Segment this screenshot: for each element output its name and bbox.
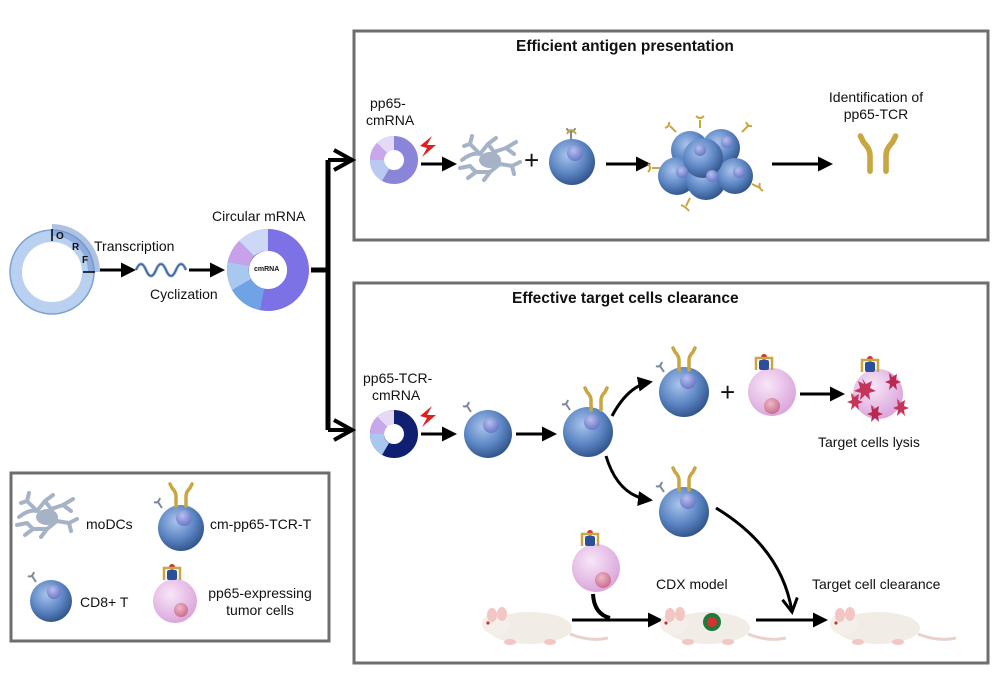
tcr-t-cell-upper	[655, 346, 709, 417]
pp65-tcr-cmrna-donut	[369, 409, 418, 458]
circular-mrna-label: Circular mRNA	[212, 208, 306, 224]
legend-tumor-icon	[153, 562, 197, 623]
cdx-model-label: CDX model	[656, 576, 728, 592]
legend-cd8-label: CD8+ T	[80, 594, 129, 610]
circular-mrna-donut	[227, 229, 309, 311]
legend-tumor-label-line1: pp65-expressing	[208, 585, 312, 601]
legend-tumor-label-line2: tumor cells	[226, 602, 294, 618]
tumor-inject-curve	[591, 593, 611, 620]
tumor-cell-lower	[572, 528, 620, 592]
transcription-label: Transcription	[94, 238, 175, 254]
target-clearance-label: Target cell clearance	[812, 576, 941, 592]
tumor-cell-upper	[748, 352, 796, 416]
legend-tcr-t-icon	[153, 482, 204, 551]
pp65-tcr-cmrna-label-line1: pp65-TCR-	[363, 370, 433, 386]
orf-letter-o: O	[56, 231, 64, 242]
pp65-cmrna-donut	[369, 135, 418, 184]
bottom-panel-title: Effective target cells clearance	[512, 290, 739, 307]
legend-cd8-icon	[27, 571, 72, 622]
legend-tcr-t-label: cm-pp65-TCR-T	[210, 516, 312, 532]
activated-t-cell-cluster	[647, 115, 764, 212]
arrow-to-lysis-branch	[610, 376, 653, 417]
cd8-t-cell-bottom	[462, 401, 512, 458]
arrow-t-to-clearance	[715, 506, 792, 612]
top-panel-frame	[352, 29, 990, 242]
orf-letter-f: F	[82, 255, 89, 266]
plus-sign-top: +	[524, 145, 540, 175]
legend-modcs-label: moDCs	[86, 516, 133, 532]
cmrna-center-label: cmRNA	[254, 266, 280, 273]
lightning-icon-bottom	[420, 406, 436, 427]
lysed-tumor-cell	[847, 354, 909, 422]
cd8-t-cell-top	[549, 128, 595, 185]
branch-trunk	[311, 160, 331, 430]
identification-label-line2: pp65-TCR	[843, 106, 909, 122]
pp65-cmrna-label-line1: pp65-	[370, 95, 406, 111]
tcr-t-cell-lower	[655, 466, 709, 537]
identification-label-line1: Identification of	[828, 89, 924, 105]
plus-sign-bottom: +	[720, 377, 736, 407]
top-panel-title: Efficient antigen presentation	[516, 38, 734, 55]
pp65-cmrna-label-line2: cmRNA	[366, 112, 415, 128]
plasmid-ring	[9, 224, 100, 315]
bottom-panel-frame	[352, 281, 990, 665]
pp65-tcr-cmrna-label-line2: cmRNA	[372, 387, 421, 403]
lightning-icon-top	[420, 136, 436, 157]
cyclization-label: Cyclization	[150, 286, 218, 302]
target-lysis-label: Target cells lysis	[818, 434, 920, 450]
arrow-to-clearance-branch	[604, 455, 653, 506]
orf-letter-r: R	[72, 242, 80, 253]
mouse-cdx	[658, 605, 788, 647]
tcr-t-cell-middle	[561, 386, 613, 457]
